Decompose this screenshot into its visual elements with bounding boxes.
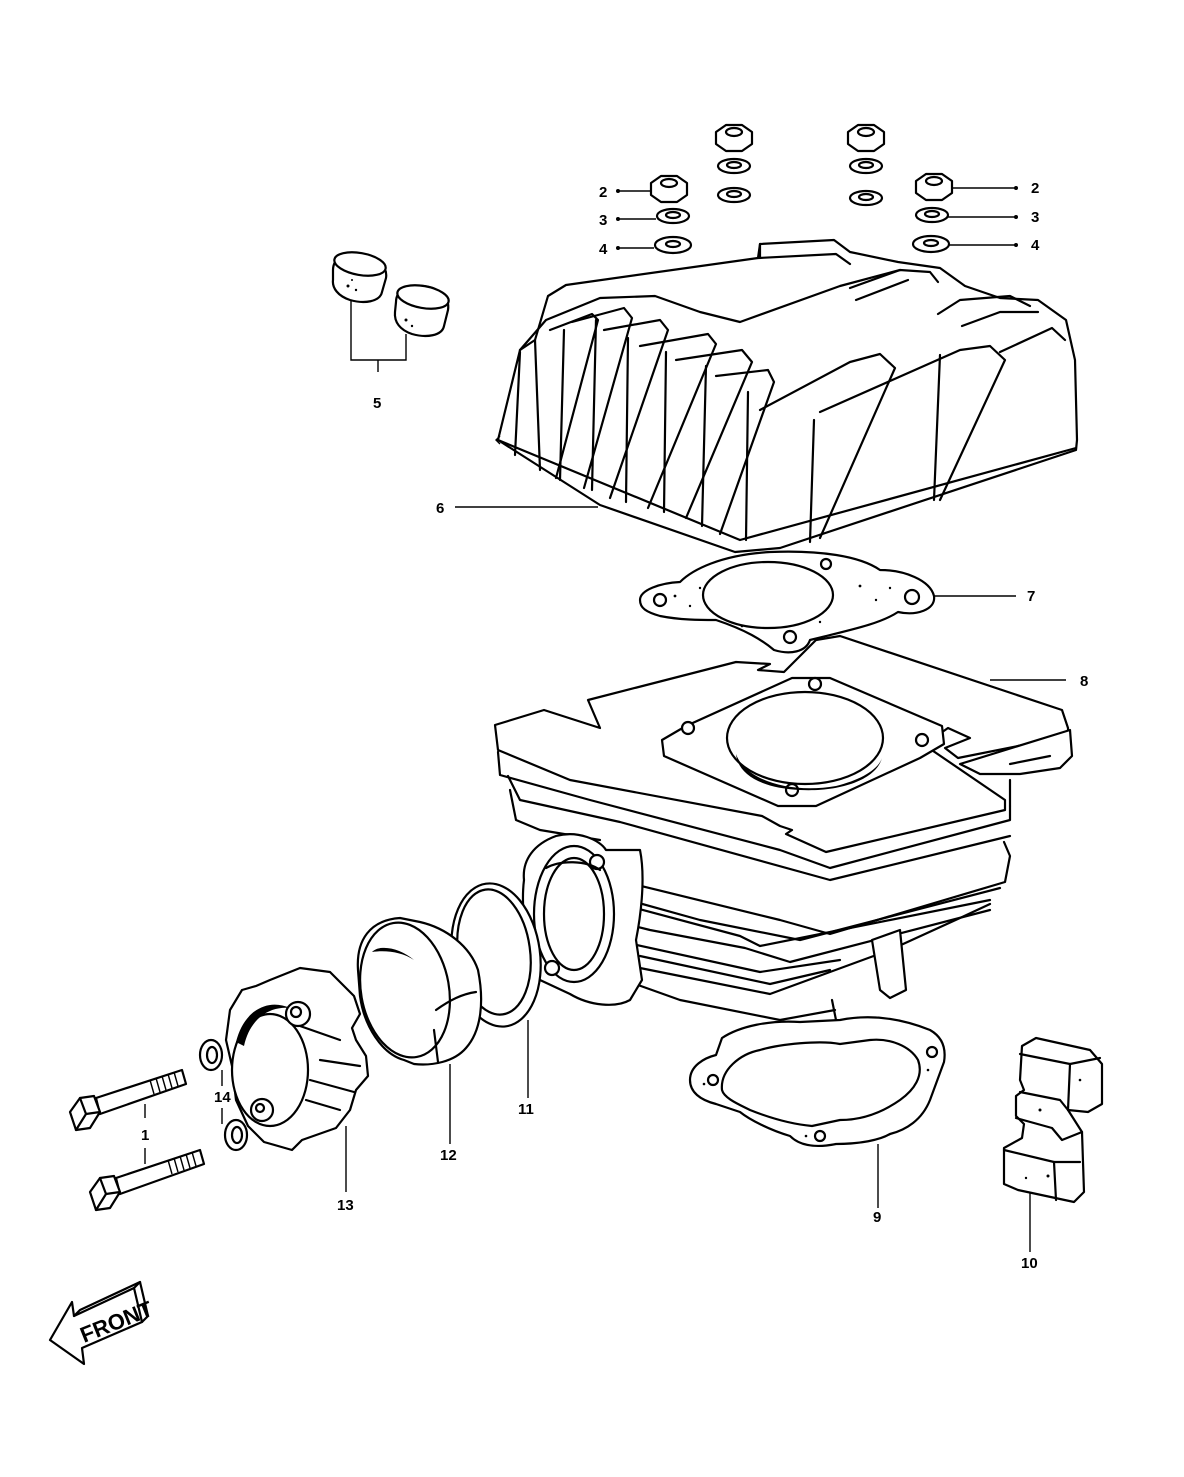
base-gasket <box>688 1016 946 1147</box>
callout-3-right: 3 <box>1031 209 1039 226</box>
head-gasket <box>638 550 936 654</box>
hardware-stack-left <box>714 123 754 204</box>
nut-left <box>649 174 689 204</box>
washer-14-lower <box>223 1118 249 1152</box>
callout-2-left: 2 <box>599 184 607 201</box>
callout-14: 14 <box>214 1089 231 1106</box>
hardware-stack-right <box>846 123 886 207</box>
intake-holder <box>224 966 370 1152</box>
callout-4-right: 4 <box>1031 237 1040 254</box>
callout-10: 10 <box>1021 1255 1038 1272</box>
callout-9: 9 <box>873 1209 881 1226</box>
callout-11: 11 <box>518 1101 534 1118</box>
callout-4-left: 4 <box>599 241 608 258</box>
front-direction-arrow: FRONT <box>48 1280 157 1366</box>
washer-4-left <box>653 235 693 255</box>
washer-3-left <box>655 207 691 225</box>
callout-13: 13 <box>337 1197 354 1214</box>
nut-right <box>914 172 954 202</box>
cylinder-body <box>493 634 1074 1022</box>
callout-3-left: 3 <box>599 212 607 229</box>
washer-4-right <box>911 234 951 254</box>
callout-12: 12 <box>440 1147 457 1164</box>
callout-7: 7 <box>1027 588 1035 605</box>
dowel-pin-a <box>331 251 388 303</box>
spacer-ring <box>356 916 483 1066</box>
bolt-upper <box>68 1068 188 1132</box>
callout-numbers: 2 3 4 2 3 4 5 6 7 8 9 10 11 12 13 14 1 <box>141 180 1088 1272</box>
bolt-lower <box>88 1148 206 1212</box>
dowel-pin-b <box>393 284 450 337</box>
callout-8: 8 <box>1080 673 1088 690</box>
rubber-damper <box>1002 1036 1104 1204</box>
washer-14-upper <box>198 1038 224 1072</box>
cylinder-head <box>495 238 1079 554</box>
callout-1: 1 <box>141 1127 149 1144</box>
washer-3-right <box>914 206 950 224</box>
callout-5: 5 <box>373 395 381 412</box>
callout-6: 6 <box>436 500 444 517</box>
callout-2-right: 2 <box>1031 180 1039 197</box>
